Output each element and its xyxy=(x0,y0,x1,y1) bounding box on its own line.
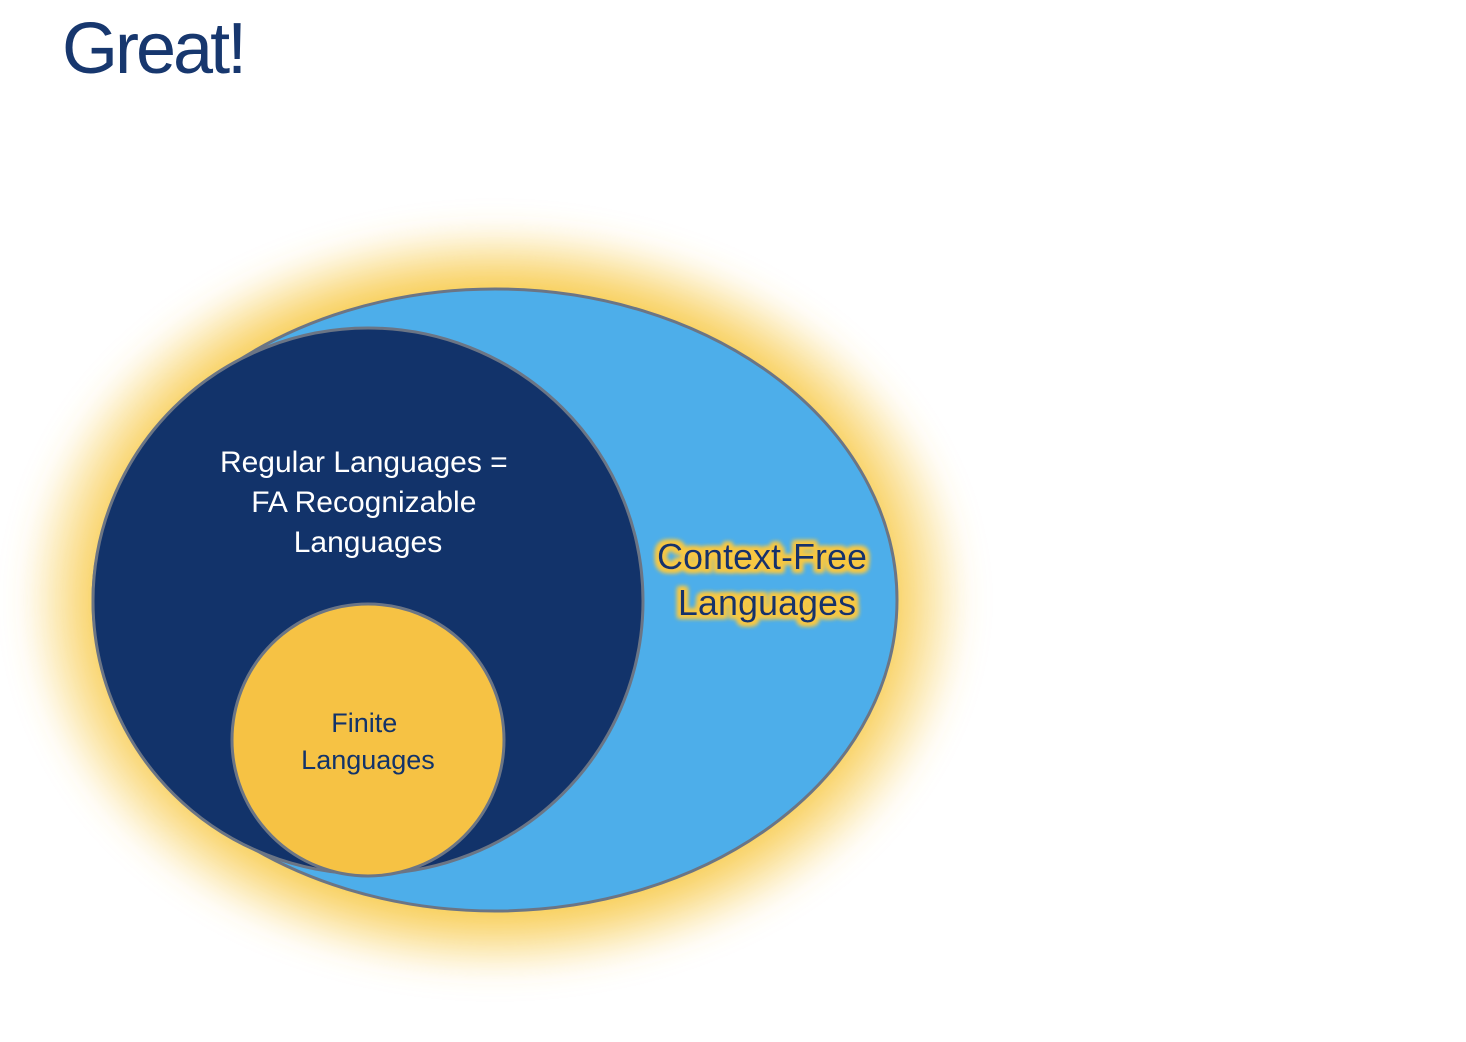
finite-languages-set xyxy=(230,602,506,878)
finite-languages-label-line: Finite xyxy=(331,708,397,738)
finite-languages-label: Finite Languages xyxy=(301,708,435,775)
regular-languages-label-line: Languages xyxy=(294,526,442,559)
context-free-label-line: Languages xyxy=(678,582,856,623)
regular-languages-label-line: Regular Languages = xyxy=(220,446,508,479)
regular-languages-label: Regular Languages = FA Recognizable Lang… xyxy=(220,446,516,559)
slide-title: Great! xyxy=(62,9,247,89)
context-free-label: Context-Free Languages xyxy=(657,536,877,623)
context-free-label-line: Context-Free xyxy=(657,536,867,577)
regular-languages-label-line: FA Recognizable xyxy=(251,486,476,519)
finite-languages-label-line: Languages xyxy=(301,745,435,775)
